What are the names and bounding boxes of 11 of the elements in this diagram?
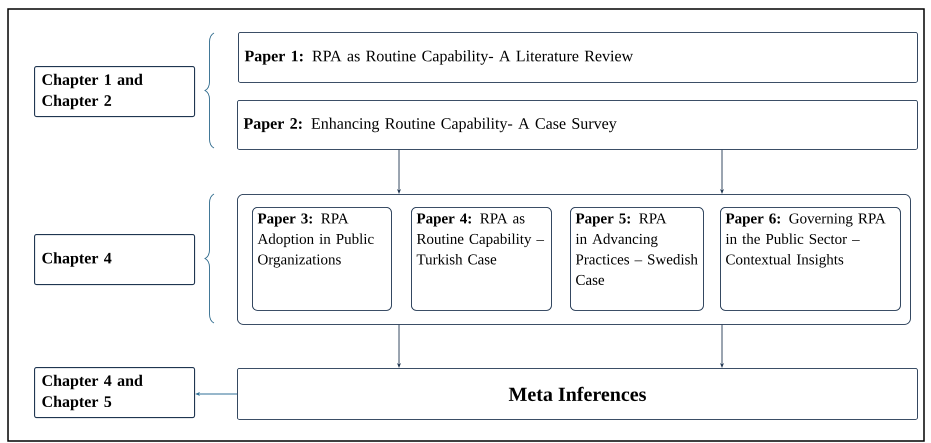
paper-box: Paper 1: RPA as Routine Capability- A Literature Review	[238, 32, 918, 83]
chapter-box: Chapter 4	[34, 234, 196, 286]
paper-box: Paper 5: RPA in Advancing Practices – Swedish Case	[570, 207, 704, 311]
paper-box: Paper 4: RPA as Routine Capability – Turkish Case	[411, 207, 552, 311]
chapter-box: Chapter 4 and Chapter 5	[34, 367, 196, 418]
paper-box: Paper 3: RPA Adoption in Public Organizations	[252, 207, 392, 311]
paper-box: Paper 2: Enhancing Routine Capability- A Case Survey	[237, 100, 918, 150]
group-box	[237, 194, 911, 325]
paper-box: Paper 6: Governing RPA in the Public Sector – Contextual Insights	[720, 207, 901, 311]
result-box: Meta Inferences	[237, 368, 918, 420]
chapter-box: Chapter 1 and Chapter 2	[34, 66, 196, 118]
